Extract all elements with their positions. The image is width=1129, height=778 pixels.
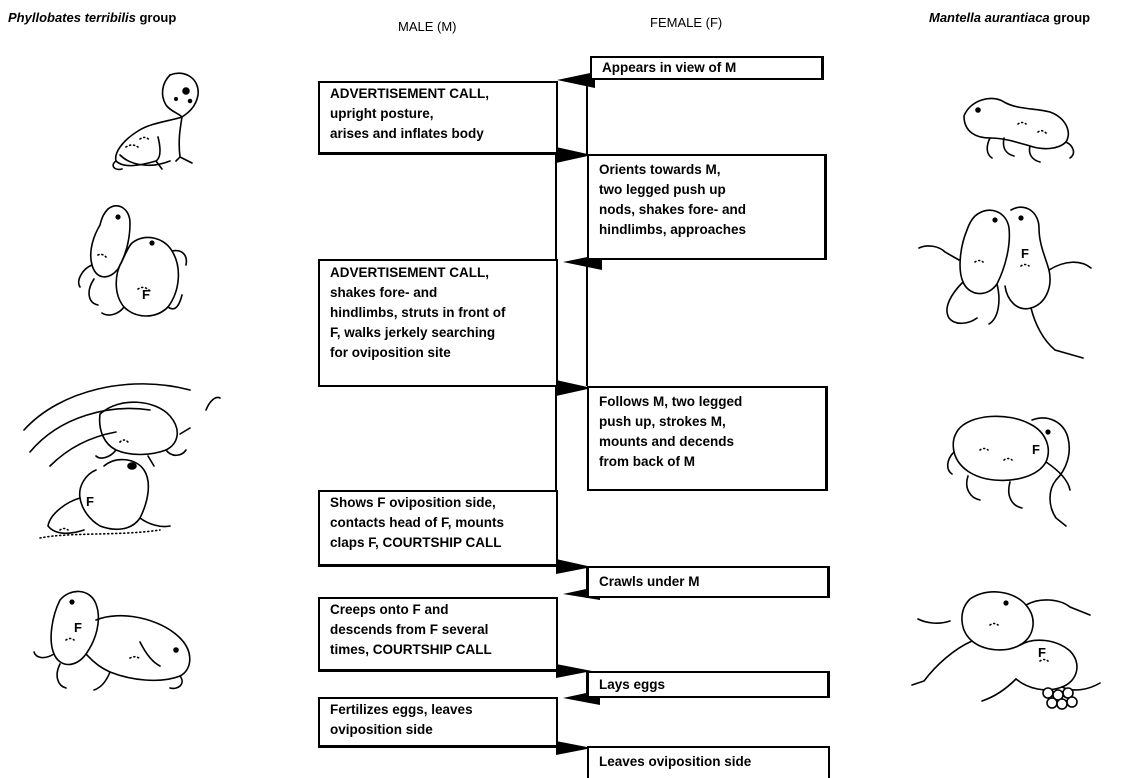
step-box-male-advertisement-2: ADVERTISEMENT CALL, shakes fore- and hin… [318, 259, 558, 387]
frog-female-marker: F [1038, 645, 1046, 660]
right-group-suffix: group [1049, 10, 1091, 25]
step-box-female-leaves: Leaves oviposition side [587, 746, 830, 778]
frog-female-marker: F [74, 620, 82, 635]
frog-illustration-left-2: F [68, 195, 208, 340]
step-box-male-advertisement-1: ADVERTISEMENT CALL, upright posture, ari… [318, 81, 558, 155]
frog-illustration-right-1 [958, 88, 1078, 173]
frog-illustration-left-4: F [30, 580, 200, 705]
step-box-female-follows: Follows M, two legged push up, strokes M… [587, 386, 828, 491]
left-group-header: Phyllobates terribilis group [8, 10, 176, 25]
step-box-male-fertilizes: Fertilizes eggs, leaves oviposition side [318, 697, 558, 748]
arrow-to-male [557, 72, 595, 88]
frog-female-marker: F [86, 494, 94, 509]
step-box-female-orients: Orients towards M, two legged push up no… [587, 154, 827, 260]
step-box-male-shows-site: Shows F oviposition side, contacts head … [318, 490, 558, 567]
arrow-to-female [556, 147, 592, 163]
arrow-to-female [556, 741, 592, 755]
frog-female-marker: F [142, 287, 150, 302]
step-box-male-creeps: Creeps onto F and descends from F severa… [318, 597, 558, 672]
arrow-to-female [556, 559, 592, 574]
right-group-header: Mantella aurantiaca group [929, 10, 1090, 25]
male-column-header: MALE (M) [398, 19, 457, 34]
step-box-female-lays-eggs: Lays eggs [587, 671, 830, 698]
frog-illustration-left-3: F [20, 370, 221, 565]
arrow-to-female [556, 380, 592, 396]
step-box-female-crawls: Crawls under M [587, 566, 830, 598]
frog-illustration-right-4: F [910, 585, 1120, 715]
frog-illustration-right-3: F [940, 410, 1090, 540]
frog-female-marker: F [1021, 246, 1029, 261]
frog-female-marker: F [1032, 442, 1040, 457]
frog-illustration-right-2: F [915, 200, 1105, 370]
female-column-header: FEMALE (F) [650, 15, 723, 30]
arrow-to-female [556, 664, 592, 678]
right-species-name: Mantella aurantiaca [929, 10, 1050, 25]
left-species-name: Phyllobates terribilis [8, 10, 136, 25]
step-box-female-appears: Appears in view of M [590, 56, 824, 80]
frog-illustration-left-1 [100, 65, 210, 180]
left-group-suffix: group [135, 10, 177, 25]
